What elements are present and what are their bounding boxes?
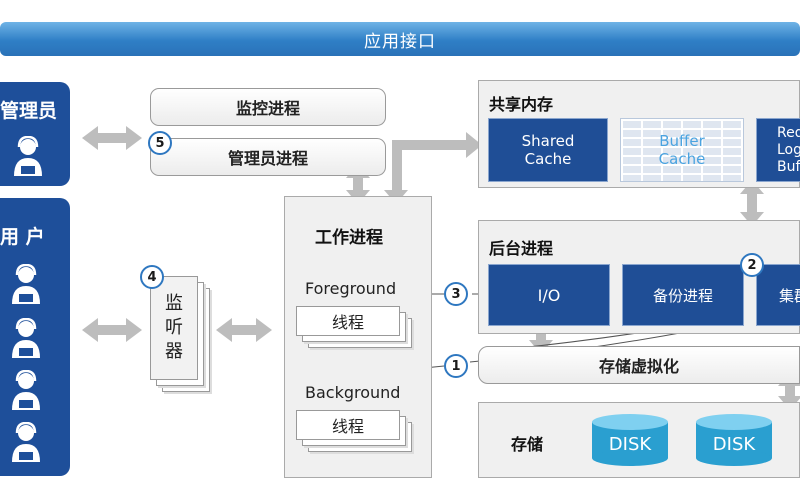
- disk-cylinder: DISK: [592, 414, 668, 466]
- application-interface-bar: 应用接口: [0, 22, 800, 56]
- cluster-box: 集群: [756, 264, 800, 326]
- disk-label: DISK: [712, 434, 756, 455]
- storage-title: 存储: [511, 435, 544, 454]
- listener-char: 器: [165, 341, 183, 362]
- io-box: I/O: [488, 264, 610, 326]
- step-badge-4: 4: [140, 265, 164, 289]
- step-badge-1: 1: [444, 354, 468, 378]
- admin-process-label: 管理员进程: [227, 149, 308, 168]
- admin-role-title: 管理员: [0, 100, 58, 122]
- disk-icon: [592, 414, 668, 466]
- user-role-card: 用 户: [0, 198, 70, 476]
- user-person-icon: [12, 422, 40, 462]
- redo-log-buffer-box: Red Log Buf: [756, 118, 800, 182]
- user-person-icon: [12, 264, 40, 304]
- listener-worker-arrow: [216, 318, 272, 342]
- worker-process-title: 工作进程: [315, 228, 383, 248]
- redo-log-line: Red: [777, 124, 800, 141]
- background-process-title: 后台进程: [489, 239, 554, 258]
- background-thread-label: 线程: [331, 417, 364, 436]
- user-person-icon: [12, 318, 40, 358]
- header-title: 应用接口: [364, 31, 436, 52]
- listener-char: 听: [165, 317, 183, 338]
- storage-virtualization-bar: 存储虚拟化: [478, 346, 800, 384]
- admin-link-arrow: [82, 126, 142, 150]
- shared-memory-title: 共享内存: [489, 95, 554, 114]
- foreground-thread-label: 线程: [331, 313, 364, 332]
- admin-process-box: 管理员进程: [150, 138, 386, 176]
- buffer-cache-line: Cache: [658, 150, 706, 168]
- io-label: I/O: [537, 285, 561, 305]
- shared-cache-box: Shared Cache: [488, 118, 608, 182]
- buffer-cache-box: Buffer Cache: [620, 118, 744, 182]
- disk-label: DISK: [608, 434, 652, 455]
- redo-log-line: Buf: [777, 158, 800, 175]
- step-badge-3: 3: [444, 282, 468, 306]
- step-badge-5: 5: [148, 131, 172, 155]
- backup-process-box: 备份进程: [622, 264, 744, 326]
- step-badge-2: 2: [740, 253, 764, 277]
- shared-cache-line: Shared: [521, 132, 575, 150]
- disk-cylinder: DISK: [696, 414, 772, 466]
- user-role-title: 用 户: [0, 226, 45, 248]
- sharedmem-background-arrow: [740, 180, 764, 226]
- redo-log-line: Log: [777, 141, 800, 158]
- buffer-cache-line: Buffer: [659, 132, 705, 150]
- monitor-process-label: 监控进程: [235, 99, 300, 118]
- foreground-thread-box: 线程: [296, 306, 400, 336]
- user-listener-arrow: [82, 318, 142, 342]
- storage-virtualization-label: 存储虚拟化: [598, 357, 679, 376]
- foreground-label: Foreground: [305, 279, 397, 298]
- backup-process-label: 备份进程: [652, 286, 713, 305]
- shared-cache-line: Cache: [524, 150, 572, 168]
- admin-role-card: 管理员: [0, 82, 70, 186]
- worker-sharedmem-arrow: [384, 132, 482, 204]
- listener-char: 监: [165, 293, 183, 314]
- cluster-label: 集群: [779, 286, 800, 305]
- background-thread-box: 线程: [296, 410, 400, 440]
- background-label: Background: [305, 383, 401, 402]
- disk-icon: [696, 414, 772, 466]
- monitor-process-box: 监控进程: [150, 88, 386, 126]
- user-person-icon: [12, 370, 40, 410]
- listener-box: 监 听 器: [150, 276, 198, 380]
- admin-person-icon: [14, 136, 42, 176]
